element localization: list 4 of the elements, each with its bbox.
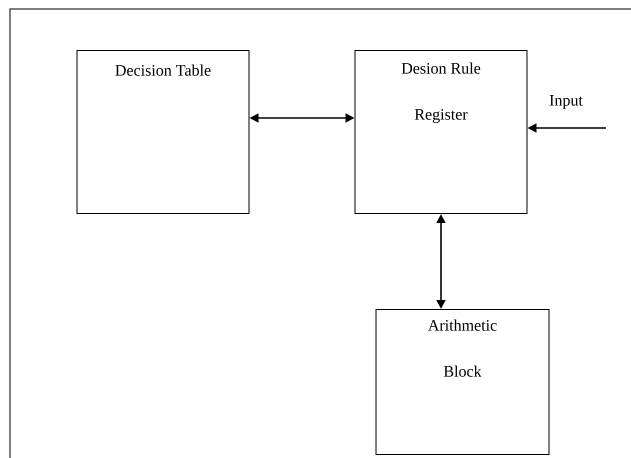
edge-label: Input: [550, 95, 583, 109]
block-box: Arithmetic Block: [376, 309, 550, 455]
block-box: Decision Table: [76, 50, 250, 214]
block-box: Desion Rule Register: [354, 50, 528, 214]
